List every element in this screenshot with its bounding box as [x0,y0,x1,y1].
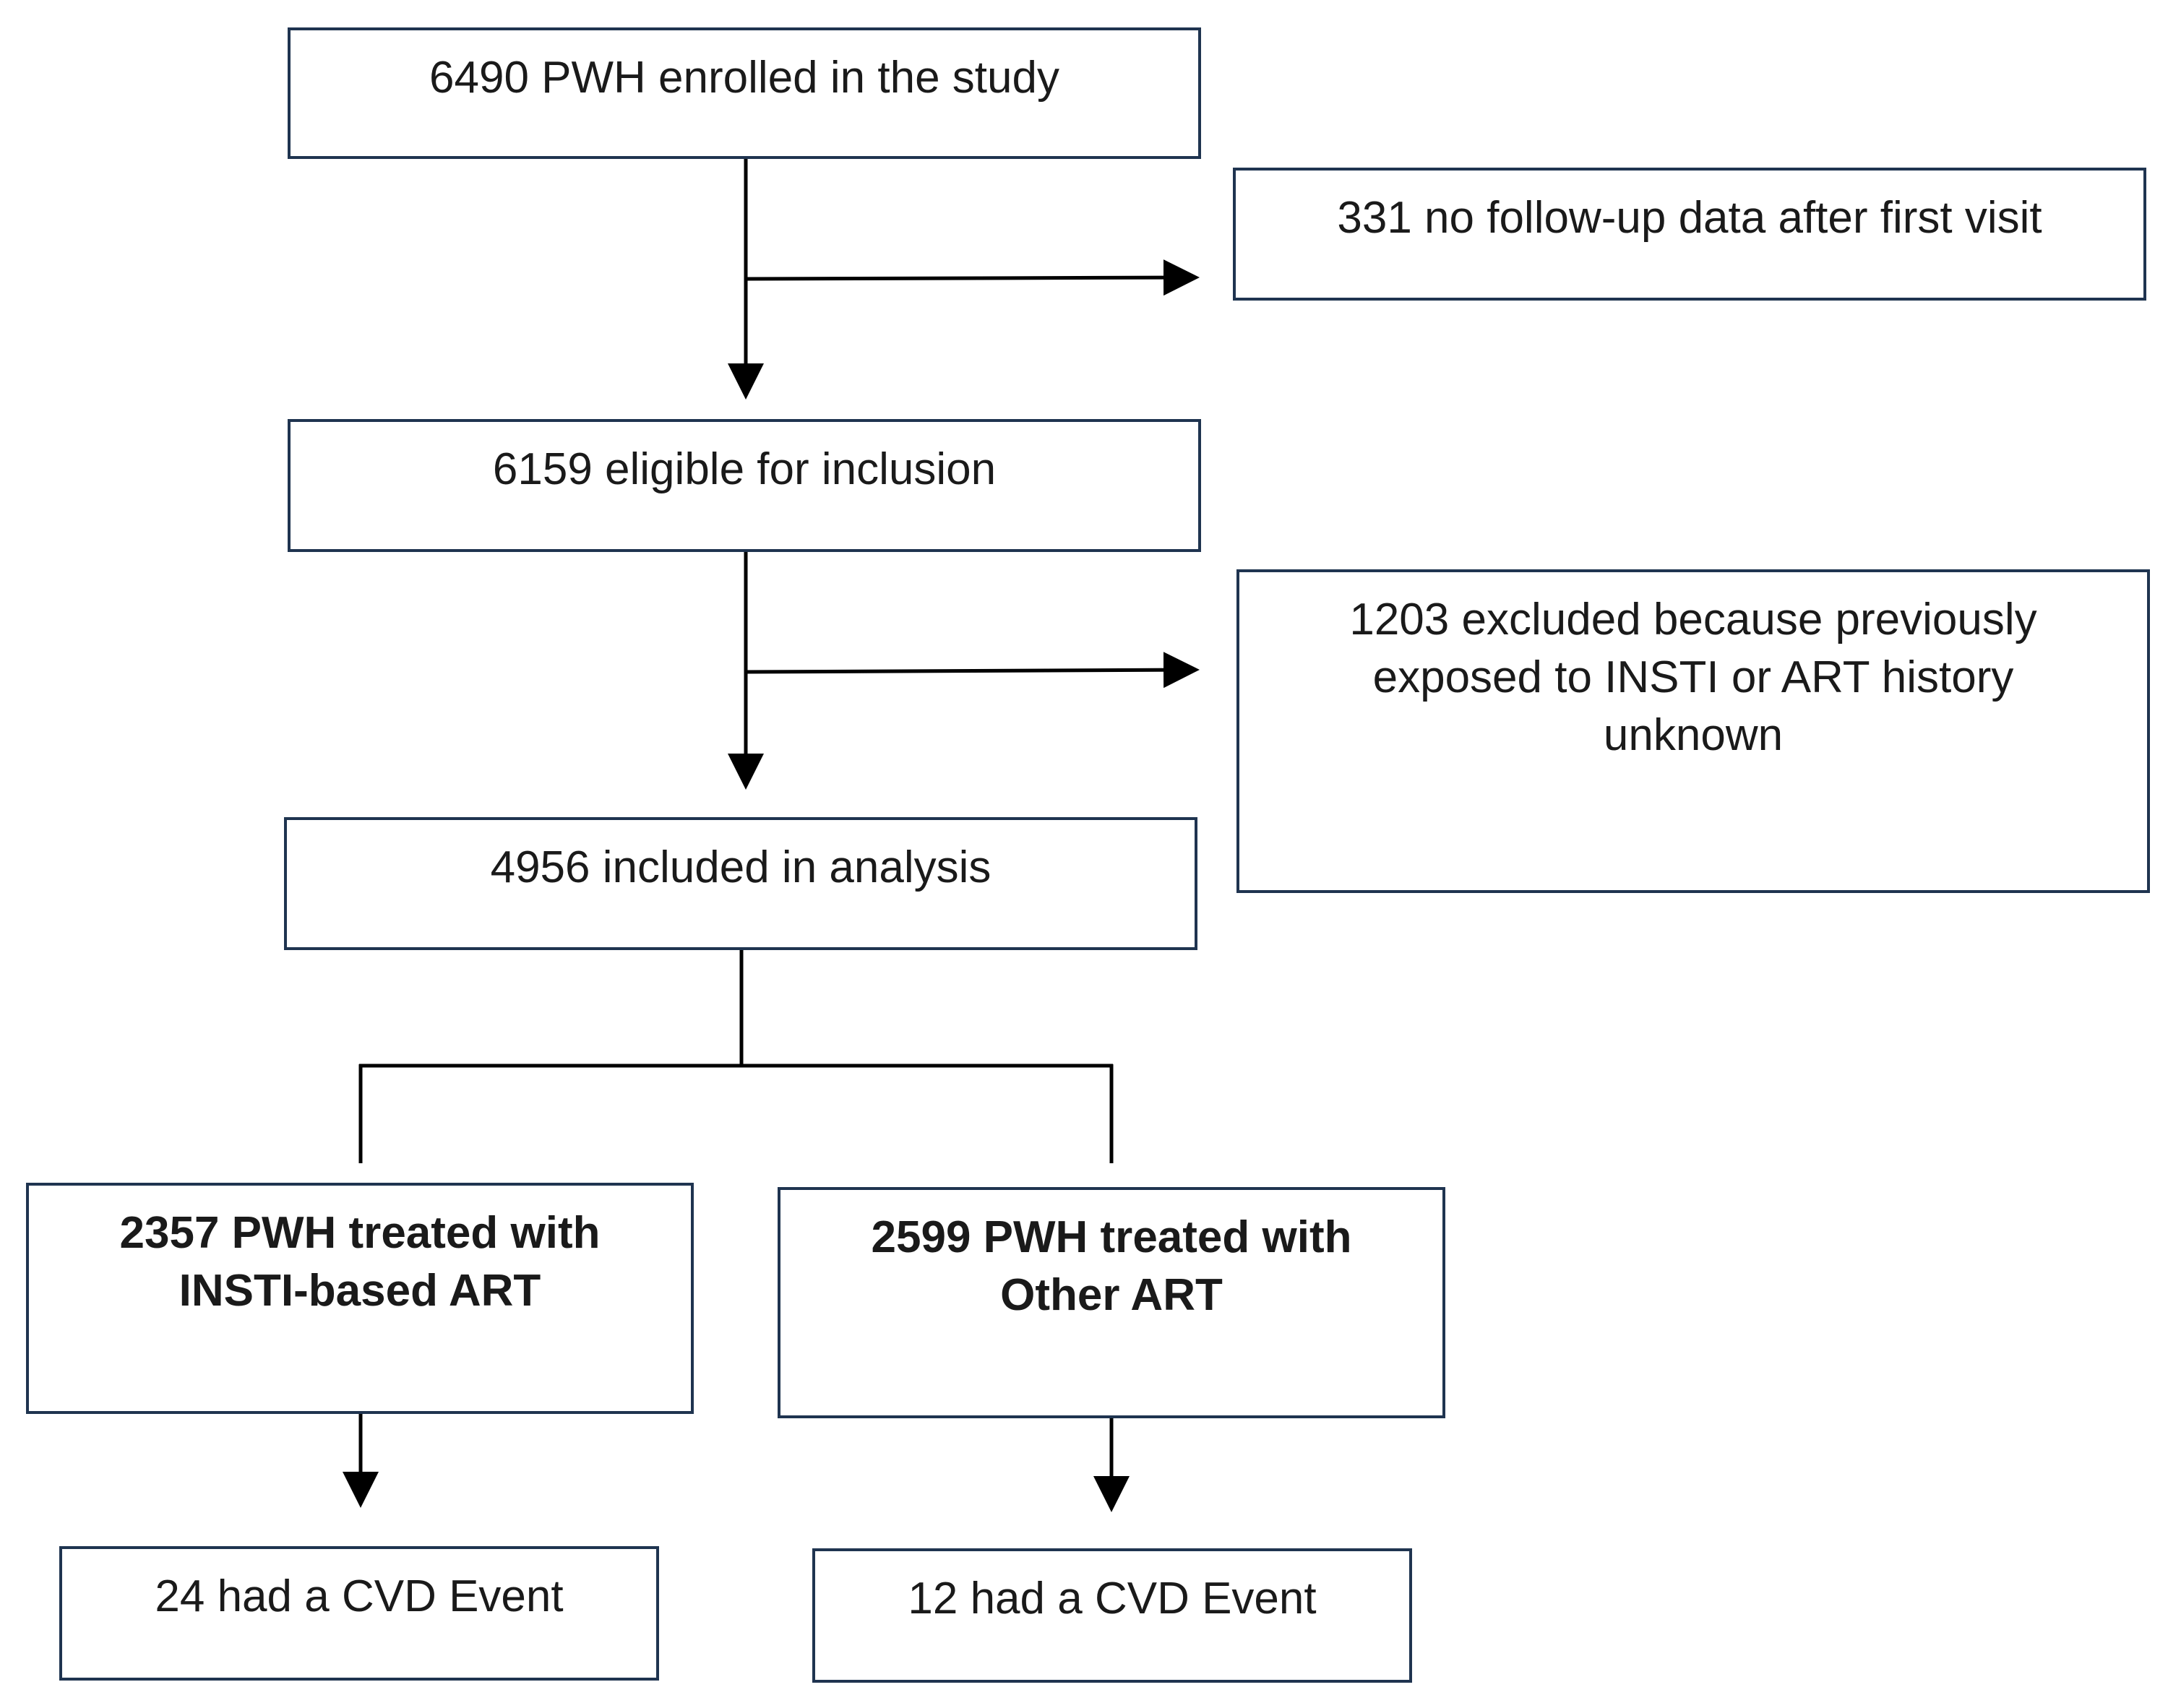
eligible-text: 6159 eligible for inclusion [492,444,997,494]
included-text: 4956 included in analysis [490,842,991,892]
no-followup-box: 331 no follow-up data after first visit [1233,168,2146,301]
insti-cvd-text: 24 had a CVD Event [155,1571,564,1621]
insti-group-box: 2357 PWH treated with INSTI-based ART [26,1183,694,1414]
other-cvd-box: 12 had a CVD Event [812,1548,1412,1683]
enrolled-text: 6490 PWH enrolled in the study [429,53,1059,103]
insti-cvd-box: 24 had a CVD Event [59,1546,659,1681]
enrolled-box: 6490 PWH enrolled in the study [288,27,1201,159]
arrow-to-excluded [745,652,1200,689]
excluded-box: 1203 excluded because previously exposed… [1236,569,2150,893]
arrow-to-no-followup [745,259,1200,296]
other-group-text: 2599 PWH treated with Other ART [871,1212,1352,1320]
included-box: 4956 included in analysis [284,817,1197,950]
other-cvd-text: 12 had a CVD Event [908,1574,1317,1623]
eligible-box: 6159 eligible for inclusion [288,419,1201,552]
no-followup-text: 331 no follow-up data after first visit [1337,193,2042,243]
other-group-box: 2599 PWH treated with Other ART [778,1187,1445,1418]
excluded-text: 1203 excluded because previously exposed… [1349,595,2037,760]
insti-group-text: 2357 PWH treated with INSTI-based ART [119,1208,601,1316]
